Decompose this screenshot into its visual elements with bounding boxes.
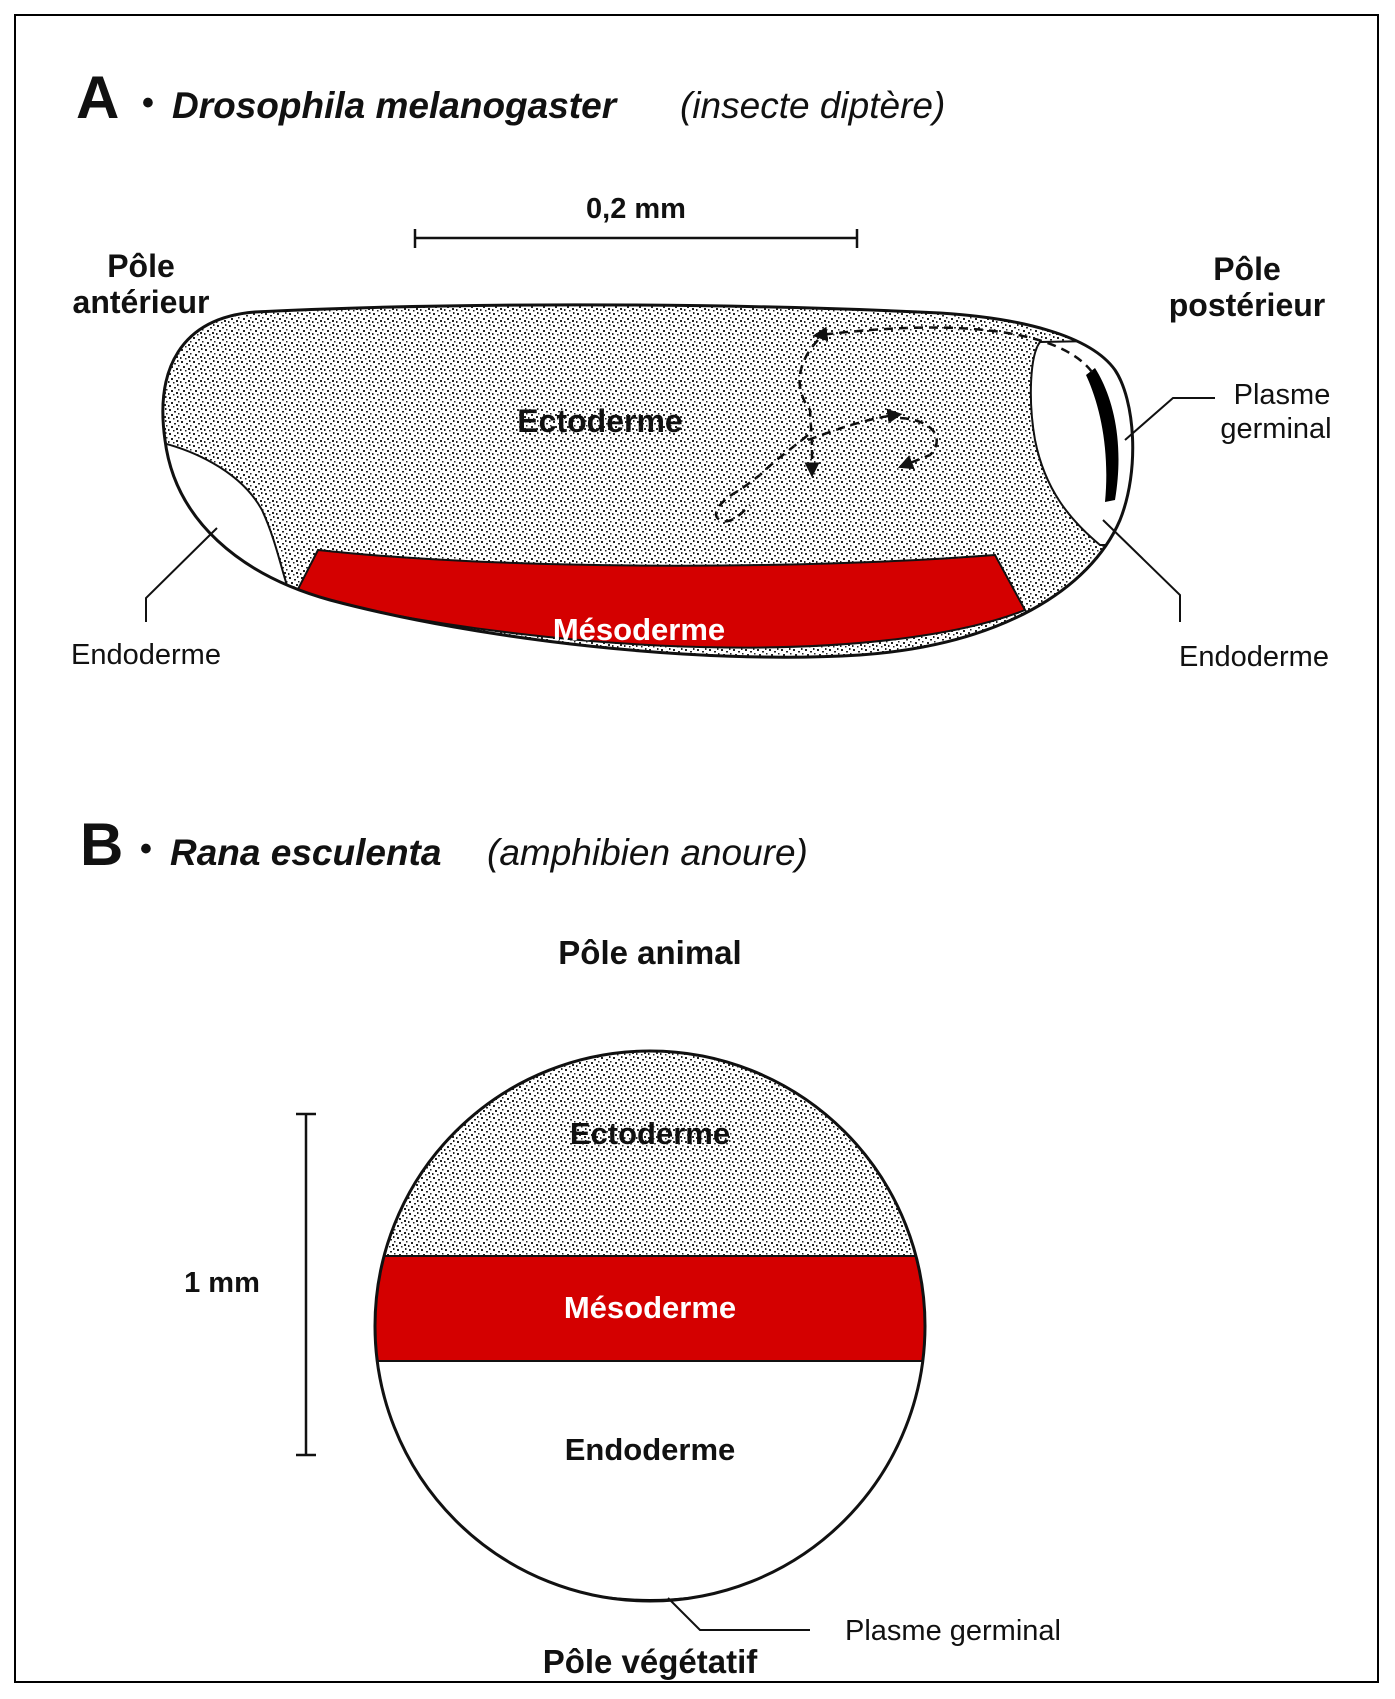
pole-posterior-label-1: Pôle [1213,251,1281,287]
endoderm-label-b: Endoderme [565,1432,736,1467]
scale-bar-a [413,229,859,248]
endoderm-left-leader [145,527,218,622]
endoderm-region-b [375,1361,925,1601]
germ-plasm-label-a-1: Plasme [1234,379,1331,411]
germ-plasm-leader-b [667,1597,810,1631]
mesoderm-label-a: Mésoderme [553,612,725,647]
pole-posterior-label-2: postérieur [1169,287,1325,323]
endoderm-posterior-region [1029,338,1133,546]
figure-frame [14,14,1379,1683]
panel-b-species: Rana esculenta [170,832,441,873]
germ-plasm-leader-a [1124,397,1215,441]
scale-label-a: 0,2 mm [586,193,686,225]
panel-a-bullet: • [142,84,154,122]
panel-b-title: B • Rana esculenta (amphibien anoure) [80,811,808,878]
panel-a-group: (insecte diptère) [680,85,945,126]
pole-vegetal-label: Pôle végétatif [543,1643,759,1680]
panel-a-species: Drosophila melanogaster [172,85,619,126]
pole-anterior-label-1: Pôle [107,248,175,284]
scale-label-b: 1 mm [184,1267,260,1299]
panel-a-title: A • Drosophila melanogaster (insecte dip… [76,64,945,131]
mesoderm-region-a [293,548,1027,649]
germ-plasm-label-b: Plasme germinal [845,1615,1061,1647]
pole-animal-label: Pôle animal [558,934,741,971]
panel-b-group: (amphibien anoure) [487,832,808,873]
egg-outline [161,303,1135,659]
endoderm-left-label: Endoderme [71,639,221,671]
germ-plasm-a [1086,368,1119,502]
mesoderm-region-b [375,1256,925,1361]
rana-egg-outline [373,1049,927,1603]
panel-a-letter: A [76,64,119,131]
germ-plasm-label-a-2: germinal [1220,413,1331,445]
panel-b-bullet: • [140,830,152,868]
ectoderm-label-a: Ectoderme [517,403,682,439]
mesoderm-label-b: Mésoderme [564,1290,736,1325]
scale-bar-b [296,1112,316,1457]
endoderm-right-leader [1102,519,1181,622]
drosophila-egg [161,303,1135,659]
panel-b-letter: B [80,811,123,878]
pole-anterior-label-2: antérieur [73,284,210,320]
cell-migration-path [714,326,1093,523]
endoderm-right-label: Endoderme [1179,641,1329,673]
ectoderm-label-b: Ectoderme [570,1116,730,1151]
